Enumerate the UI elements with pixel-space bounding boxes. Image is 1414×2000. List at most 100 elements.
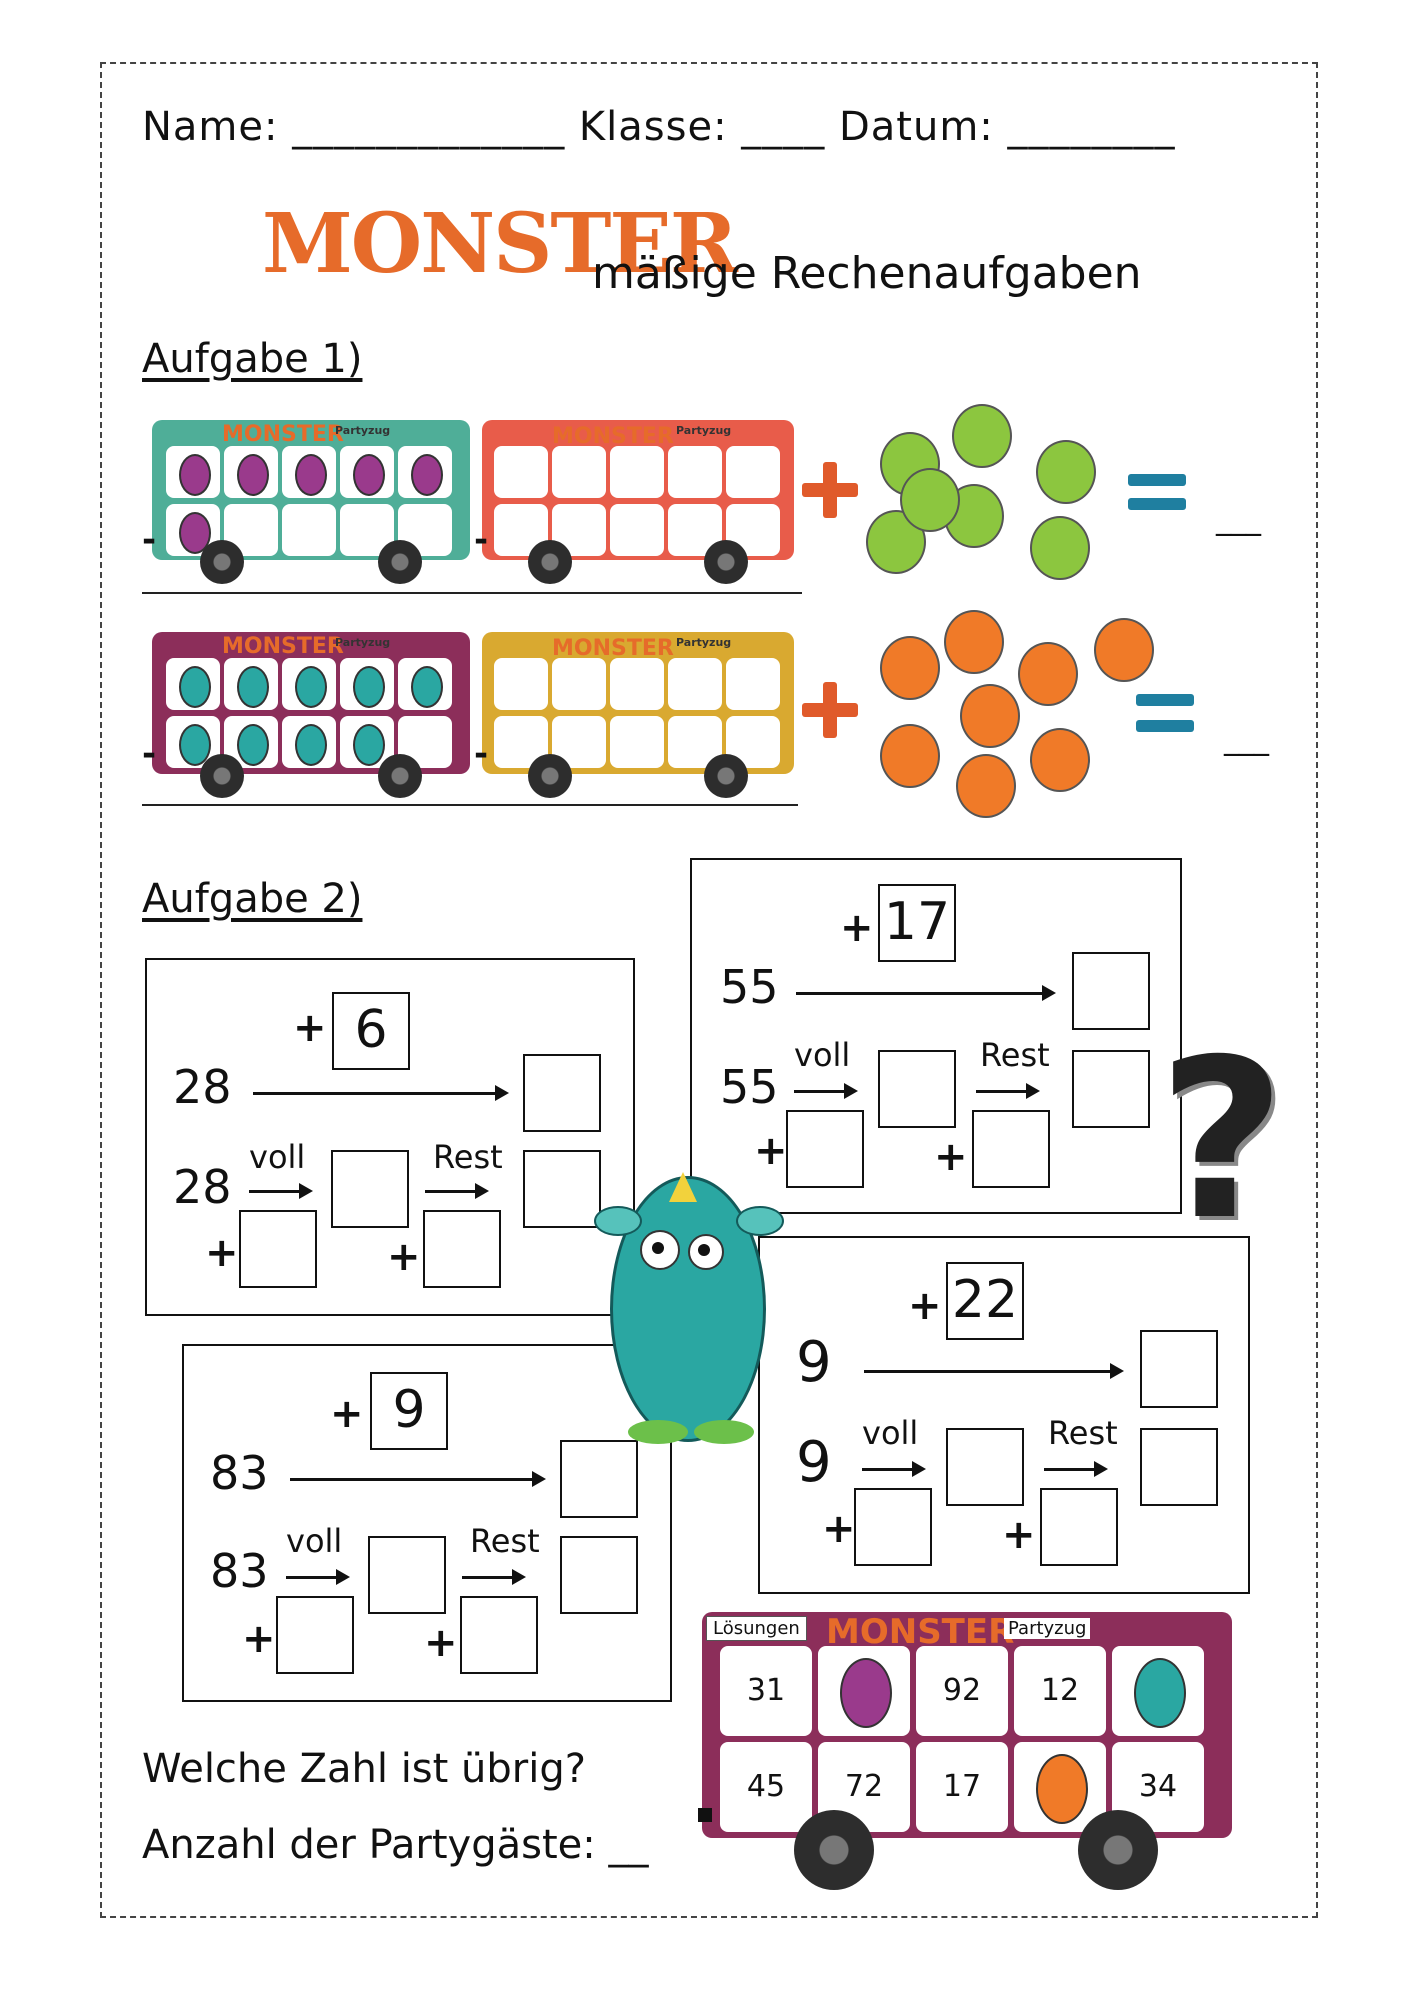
- final-box[interactable]: [1072, 1050, 1150, 1128]
- plus-label: +: [908, 1283, 942, 1329]
- answer-blank-2[interactable]: ___: [1224, 722, 1269, 757]
- split-box[interactable]: [239, 1210, 317, 1288]
- monster-icon: [1018, 642, 1078, 706]
- result-box[interactable]: [560, 1440, 638, 1518]
- train-seat[interactable]: [166, 446, 220, 498]
- monster-icon: [840, 1658, 892, 1728]
- train-seat[interactable]: [610, 446, 664, 498]
- train-seat[interactable]: [282, 504, 336, 556]
- arrow: [290, 1471, 546, 1487]
- monster-icon: [353, 666, 385, 708]
- split-box[interactable]: [854, 1488, 932, 1566]
- full-ten-box[interactable]: [368, 1536, 446, 1614]
- train-seat[interactable]: [552, 446, 606, 498]
- wheel: [704, 754, 748, 798]
- plus-label: +: [293, 1005, 327, 1051]
- guest-count-blank[interactable]: __: [608, 1822, 649, 1868]
- wheel: [200, 540, 244, 584]
- equals-icon: [1128, 498, 1186, 510]
- addend-box: 6: [332, 992, 410, 1070]
- equals-icon: [1128, 474, 1186, 486]
- split-box[interactable]: [276, 1596, 354, 1674]
- rail-line: [142, 804, 798, 806]
- train-seat[interactable]: [726, 446, 780, 498]
- split-box[interactable]: [423, 1210, 501, 1288]
- start-number: 55: [720, 960, 779, 1014]
- car-logo-2: MONSTER: [552, 424, 674, 449]
- train-seat[interactable]: [398, 658, 452, 710]
- start-number: 9: [796, 1430, 832, 1495]
- arrow: [864, 1363, 1124, 1379]
- voll-label: voll: [286, 1522, 343, 1560]
- answer-blank-1[interactable]: ___: [1216, 502, 1261, 537]
- final-box[interactable]: [1140, 1428, 1218, 1506]
- car-label-2: Partyzug: [676, 424, 732, 437]
- result-box[interactable]: [523, 1054, 601, 1132]
- monster-icon: [295, 454, 327, 496]
- train-seat[interactable]: [398, 446, 452, 498]
- full-ten-box[interactable]: [946, 1428, 1024, 1506]
- train-seat[interactable]: [494, 658, 548, 710]
- train-seat[interactable]: [726, 658, 780, 710]
- train-seat[interactable]: [340, 716, 394, 768]
- split-box[interactable]: [460, 1596, 538, 1674]
- question-guest-count: Anzahl der Partygäste: __: [142, 1822, 648, 1868]
- arrow: [976, 1083, 1040, 1099]
- train-seat[interactable]: [610, 658, 664, 710]
- date-blank[interactable]: ________: [1007, 104, 1176, 150]
- monster-icon: [880, 724, 940, 788]
- monster-icon: [1030, 728, 1090, 792]
- train-seat[interactable]: [282, 446, 336, 498]
- full-ten-box[interactable]: [331, 1150, 409, 1228]
- split-box[interactable]: [786, 1110, 864, 1188]
- train-seat[interactable]: [552, 658, 606, 710]
- car-label-3: Partyzug: [335, 636, 391, 649]
- train-seat[interactable]: [224, 446, 278, 498]
- result-box[interactable]: [1140, 1330, 1218, 1408]
- train-seat[interactable]: [282, 658, 336, 710]
- solution-cell: [818, 1646, 910, 1736]
- arrow: [1044, 1461, 1108, 1477]
- final-box[interactable]: [560, 1536, 638, 1614]
- plus-label: +: [934, 1134, 968, 1180]
- train-seat[interactable]: [494, 446, 548, 498]
- monster-icon: [1094, 618, 1154, 682]
- solution-cell: 17: [916, 1742, 1008, 1832]
- final-box[interactable]: [523, 1150, 601, 1228]
- split-box[interactable]: [1040, 1488, 1118, 1566]
- mascot-foot: [694, 1420, 754, 1444]
- name-blank[interactable]: _____________: [292, 104, 566, 150]
- rest-label: Rest: [980, 1036, 1050, 1074]
- wheel: [1078, 1810, 1158, 1890]
- train-seat[interactable]: [610, 504, 664, 556]
- question-remaining-number: Welche Zahl ist übrig?: [142, 1746, 586, 1792]
- solution-cell: [1014, 1742, 1106, 1832]
- plus-label: +: [330, 1391, 364, 1437]
- wheel: [794, 1810, 874, 1890]
- problem-panel-2: + 17 55 voll Rest 55 + +: [690, 858, 1182, 1214]
- arrow: [796, 985, 1056, 1001]
- monster-icon: [411, 454, 443, 496]
- train-seat[interactable]: [668, 446, 722, 498]
- arrow: [462, 1569, 526, 1585]
- train-seat[interactable]: [282, 716, 336, 768]
- train-seat[interactable]: [340, 658, 394, 710]
- monster-icon: [866, 510, 926, 574]
- train-seat[interactable]: [668, 658, 722, 710]
- train-seat[interactable]: [340, 446, 394, 498]
- train-seat[interactable]: [224, 658, 278, 710]
- monster-logo: MONSTER: [262, 196, 738, 292]
- plus-label: +: [754, 1128, 788, 1174]
- car-logo-4: MONSTER: [552, 636, 674, 661]
- monster-icon: [1036, 1754, 1088, 1824]
- train-seat[interactable]: [166, 658, 220, 710]
- problem-panel-4: + 22 9 voll Rest 9 + +: [758, 1236, 1250, 1594]
- class-blank[interactable]: ____: [741, 104, 826, 150]
- voll-label: voll: [249, 1138, 306, 1176]
- full-ten-box[interactable]: [878, 1050, 956, 1128]
- monster-icon: [900, 468, 960, 532]
- result-box[interactable]: [1072, 952, 1150, 1030]
- train-seat[interactable]: [610, 716, 664, 768]
- plus-icon: [802, 703, 858, 717]
- split-box[interactable]: [972, 1110, 1050, 1188]
